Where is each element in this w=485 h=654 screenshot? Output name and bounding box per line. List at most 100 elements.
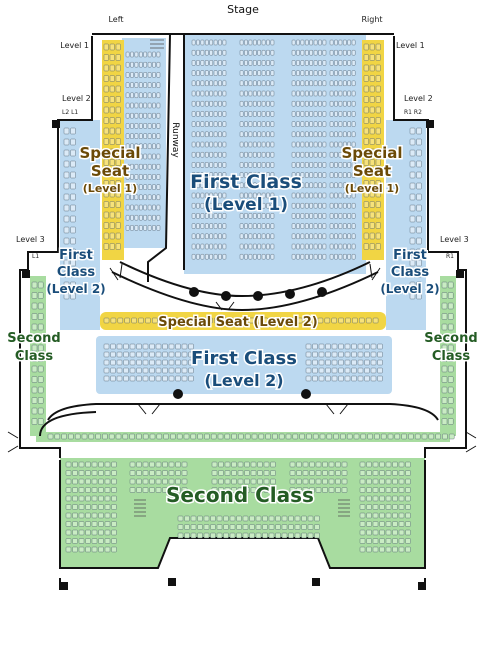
seat[interactable] bbox=[392, 504, 398, 510]
seat[interactable] bbox=[149, 343, 155, 350]
seat[interactable] bbox=[351, 80, 356, 87]
seat[interactable] bbox=[359, 521, 366, 527]
seat[interactable] bbox=[204, 90, 209, 97]
seat[interactable] bbox=[296, 243, 300, 250]
seat[interactable] bbox=[218, 233, 222, 240]
seat[interactable] bbox=[322, 233, 327, 240]
seat[interactable] bbox=[38, 407, 44, 415]
seat[interactable] bbox=[147, 51, 152, 58]
seat[interactable] bbox=[115, 243, 121, 250]
seat[interactable] bbox=[257, 60, 262, 66]
seat[interactable] bbox=[377, 367, 383, 374]
seat[interactable] bbox=[301, 515, 307, 522]
seat[interactable] bbox=[270, 39, 275, 46]
seat[interactable] bbox=[448, 355, 454, 362]
seat[interactable] bbox=[244, 461, 250, 468]
seat[interactable] bbox=[111, 495, 117, 502]
seat[interactable] bbox=[125, 174, 130, 180]
seat[interactable] bbox=[162, 367, 168, 374]
seat[interactable] bbox=[329, 60, 334, 66]
seat[interactable] bbox=[366, 317, 372, 324]
seat[interactable] bbox=[70, 171, 76, 179]
seat[interactable] bbox=[125, 62, 130, 68]
seat[interactable] bbox=[109, 169, 115, 177]
seat[interactable] bbox=[88, 433, 95, 440]
seat[interactable] bbox=[209, 213, 214, 219]
seat[interactable] bbox=[288, 532, 294, 539]
seat[interactable] bbox=[85, 495, 91, 502]
seat[interactable] bbox=[239, 70, 244, 76]
seat[interactable] bbox=[136, 433, 142, 440]
seat[interactable] bbox=[222, 131, 227, 138]
seat[interactable] bbox=[415, 433, 421, 440]
seat[interactable] bbox=[347, 213, 352, 219]
seat[interactable] bbox=[369, 180, 375, 187]
seat[interactable] bbox=[250, 478, 257, 485]
seat[interactable] bbox=[363, 232, 369, 240]
seat[interactable] bbox=[138, 317, 144, 324]
seat[interactable] bbox=[305, 90, 309, 97]
seat[interactable] bbox=[218, 60, 222, 66]
seat[interactable] bbox=[329, 70, 334, 76]
seat[interactable] bbox=[239, 172, 244, 178]
seat[interactable] bbox=[116, 351, 123, 358]
seat[interactable] bbox=[255, 524, 262, 530]
seat[interactable] bbox=[222, 39, 227, 46]
seat[interactable] bbox=[222, 141, 227, 148]
seat[interactable] bbox=[239, 100, 244, 107]
seat[interactable] bbox=[103, 351, 110, 358]
seat[interactable] bbox=[392, 521, 398, 527]
seat[interactable] bbox=[448, 323, 454, 331]
seat[interactable] bbox=[379, 521, 385, 527]
seat[interactable] bbox=[291, 182, 296, 189]
seat[interactable] bbox=[218, 223, 222, 229]
seat[interactable] bbox=[134, 214, 139, 221]
seat[interactable] bbox=[156, 82, 161, 88]
seat[interactable] bbox=[261, 90, 266, 97]
seat[interactable] bbox=[338, 243, 343, 250]
seat[interactable] bbox=[190, 433, 197, 440]
seat[interactable] bbox=[65, 470, 72, 476]
seat[interactable] bbox=[351, 182, 356, 189]
seat[interactable] bbox=[341, 470, 348, 476]
seat[interactable] bbox=[184, 532, 190, 539]
seat[interactable] bbox=[369, 85, 375, 93]
seat[interactable] bbox=[181, 359, 188, 366]
seat[interactable] bbox=[257, 202, 262, 209]
seat[interactable] bbox=[210, 532, 216, 539]
seat[interactable] bbox=[109, 64, 115, 72]
seat[interactable] bbox=[375, 148, 381, 156]
seat[interactable] bbox=[408, 433, 414, 440]
seat[interactable] bbox=[409, 204, 416, 212]
seat[interactable] bbox=[72, 470, 78, 476]
seat[interactable] bbox=[181, 478, 188, 485]
seat[interactable] bbox=[262, 532, 268, 539]
seat[interactable] bbox=[369, 138, 375, 145]
seat[interactable] bbox=[257, 172, 262, 178]
seat[interactable] bbox=[369, 169, 375, 177]
seat[interactable] bbox=[338, 100, 343, 107]
seat[interactable] bbox=[196, 111, 200, 117]
seat[interactable] bbox=[405, 529, 411, 536]
seat[interactable] bbox=[255, 515, 262, 522]
seat[interactable] bbox=[281, 524, 288, 530]
seat[interactable] bbox=[142, 478, 149, 485]
seat[interactable] bbox=[63, 226, 70, 234]
seat[interactable] bbox=[248, 80, 253, 87]
seat[interactable] bbox=[130, 92, 134, 99]
seat[interactable] bbox=[416, 259, 422, 267]
seat[interactable] bbox=[143, 123, 148, 129]
seat[interactable] bbox=[266, 233, 270, 240]
seat[interactable] bbox=[65, 529, 72, 536]
seat[interactable] bbox=[149, 375, 155, 382]
seat[interactable] bbox=[448, 376, 454, 383]
seat[interactable] bbox=[218, 131, 222, 138]
seat[interactable] bbox=[218, 39, 222, 46]
seat[interactable] bbox=[244, 202, 248, 209]
seat[interactable] bbox=[300, 162, 305, 168]
seat[interactable] bbox=[115, 211, 121, 219]
seat[interactable] bbox=[147, 153, 152, 160]
seat[interactable] bbox=[248, 131, 253, 138]
seat[interactable] bbox=[209, 202, 214, 209]
seat[interactable] bbox=[138, 153, 143, 160]
